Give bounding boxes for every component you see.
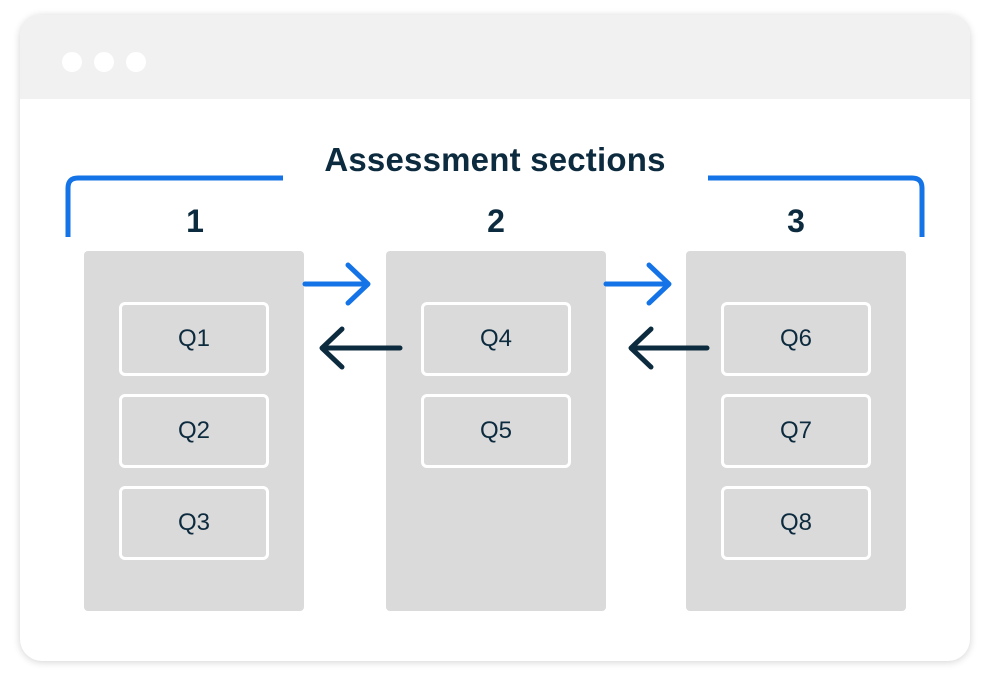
window-dot-1: [62, 52, 82, 72]
forward-arrow-icon: [603, 262, 672, 306]
section-column-1: Q1 Q2 Q3: [84, 251, 304, 611]
section-number-2: 2: [487, 203, 505, 239]
question-box-q1: Q1: [119, 302, 269, 376]
window-dot-2: [94, 52, 114, 72]
question-box-q3: Q3: [119, 486, 269, 560]
question-box-q5: Q5: [421, 394, 571, 468]
section-number-3: 3: [787, 203, 805, 239]
question-box-q8: Q8: [721, 486, 871, 560]
section-column-3: Q6 Q7 Q8: [686, 251, 906, 611]
forward-arrow-icon: [302, 262, 371, 306]
section-number-1: 1: [186, 203, 204, 239]
window-titlebar: [20, 15, 970, 99]
section-column-2: Q4 Q5: [386, 251, 606, 611]
diagram-title: Assessment sections: [324, 141, 666, 178]
back-arrow-icon: [319, 326, 403, 370]
back-arrow-icon: [628, 326, 710, 370]
window-dot-3: [126, 52, 146, 72]
question-box-q6: Q6: [721, 302, 871, 376]
question-box-q4: Q4: [421, 302, 571, 376]
question-box-q7: Q7: [721, 394, 871, 468]
question-box-q2: Q2: [119, 394, 269, 468]
